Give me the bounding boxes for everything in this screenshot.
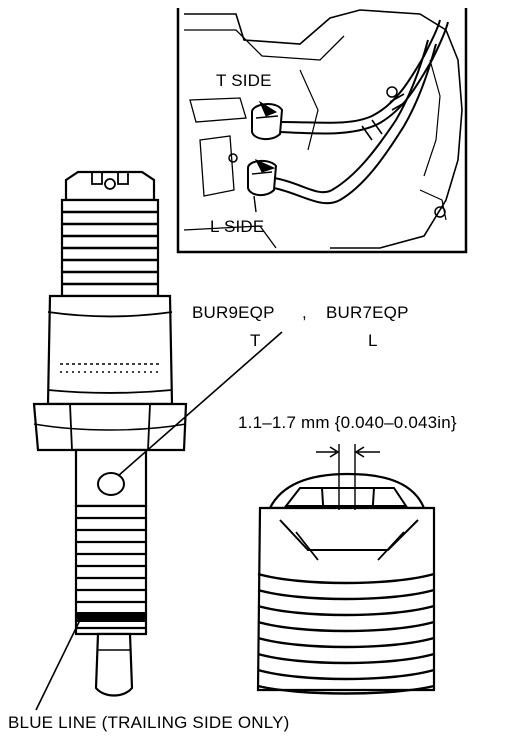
- engine-bolt: [228, 153, 238, 163]
- engine-casting-line: [423, 59, 441, 177]
- plug-shell: [46, 294, 174, 406]
- plug-lower-thread-lines: [76, 516, 146, 604]
- l-side-ignition-lead: [273, 39, 429, 194]
- l-side-arrow: [254, 158, 276, 173]
- plug-shell-ring: [47, 389, 173, 394]
- l-side-label: L SIDE: [210, 217, 265, 236]
- gap-arrow-left: [316, 446, 340, 458]
- plug-hex-facet: [69, 403, 151, 451]
- t-side-arrow: [258, 100, 278, 117]
- engine-casting-line: [299, 69, 319, 151]
- engine-casting-line: [183, 225, 277, 249]
- t-side-ignition-lead: [279, 19, 441, 124]
- lead-clip: [361, 119, 383, 141]
- plug-t-model-label: BUR9EQP: [192, 303, 275, 322]
- engine-bolt: [434, 206, 446, 218]
- code-mark-leader: [117, 331, 283, 477]
- electrode-closeup: [256, 444, 436, 695]
- plug-crown-center: [104, 178, 116, 190]
- blue-line-label: BLUE LINE (TRAILING SIDE ONLY): [8, 713, 290, 732]
- engine-inset: [176, 8, 468, 254]
- gap-spec-label: 1.1–1.7 mm {0.040–0.043in}: [238, 413, 457, 432]
- l-side-ignition-lead: [273, 43, 437, 205]
- l-side-plug-boot: [247, 160, 278, 196]
- plug-neck: [74, 448, 148, 508]
- closeup-ground-electrode: [295, 531, 405, 561]
- engine-casting-line: [184, 29, 345, 61]
- plug-crown-notches: [91, 172, 129, 185]
- spark-plug: [32, 170, 283, 711]
- plug-tip: [94, 632, 134, 697]
- inset-frame: [176, 8, 468, 254]
- l-side-leader: [253, 195, 257, 213]
- engine-bolt: [386, 86, 398, 98]
- closeup-crown-face: [283, 487, 408, 507]
- t-side-plug-boot: [251, 103, 284, 140]
- plug-l-code-label: L: [368, 331, 378, 350]
- plug-code-mark: [97, 472, 125, 496]
- closeup-threads: [257, 572, 435, 695]
- plug-t-code-label: T: [250, 331, 261, 350]
- plug-l-model-label: BUR7EQP: [326, 303, 409, 322]
- gap-arrow-right: [354, 446, 380, 458]
- plug-crown: [64, 170, 156, 202]
- t-side-label: T SIDE: [216, 71, 272, 90]
- engine-casting-line: [189, 97, 247, 123]
- l-side-plug-boot: [251, 171, 273, 175]
- t-side-plug-boot: [255, 115, 279, 119]
- plug-shell-ring: [47, 311, 173, 318]
- closeup-crown: [268, 472, 426, 510]
- lead-clip: [389, 93, 407, 111]
- blue-line-band: [76, 612, 146, 622]
- plug-separator: ,: [302, 303, 307, 322]
- plug-hex-facet: [33, 423, 187, 431]
- blue-line-leader: [35, 619, 81, 711]
- closeup-ground-electrode: [279, 519, 419, 551]
- engine-housing-outline: [184, 9, 463, 249]
- engine-casting-line: [199, 135, 235, 197]
- plug-thread-lines: [62, 210, 158, 286]
